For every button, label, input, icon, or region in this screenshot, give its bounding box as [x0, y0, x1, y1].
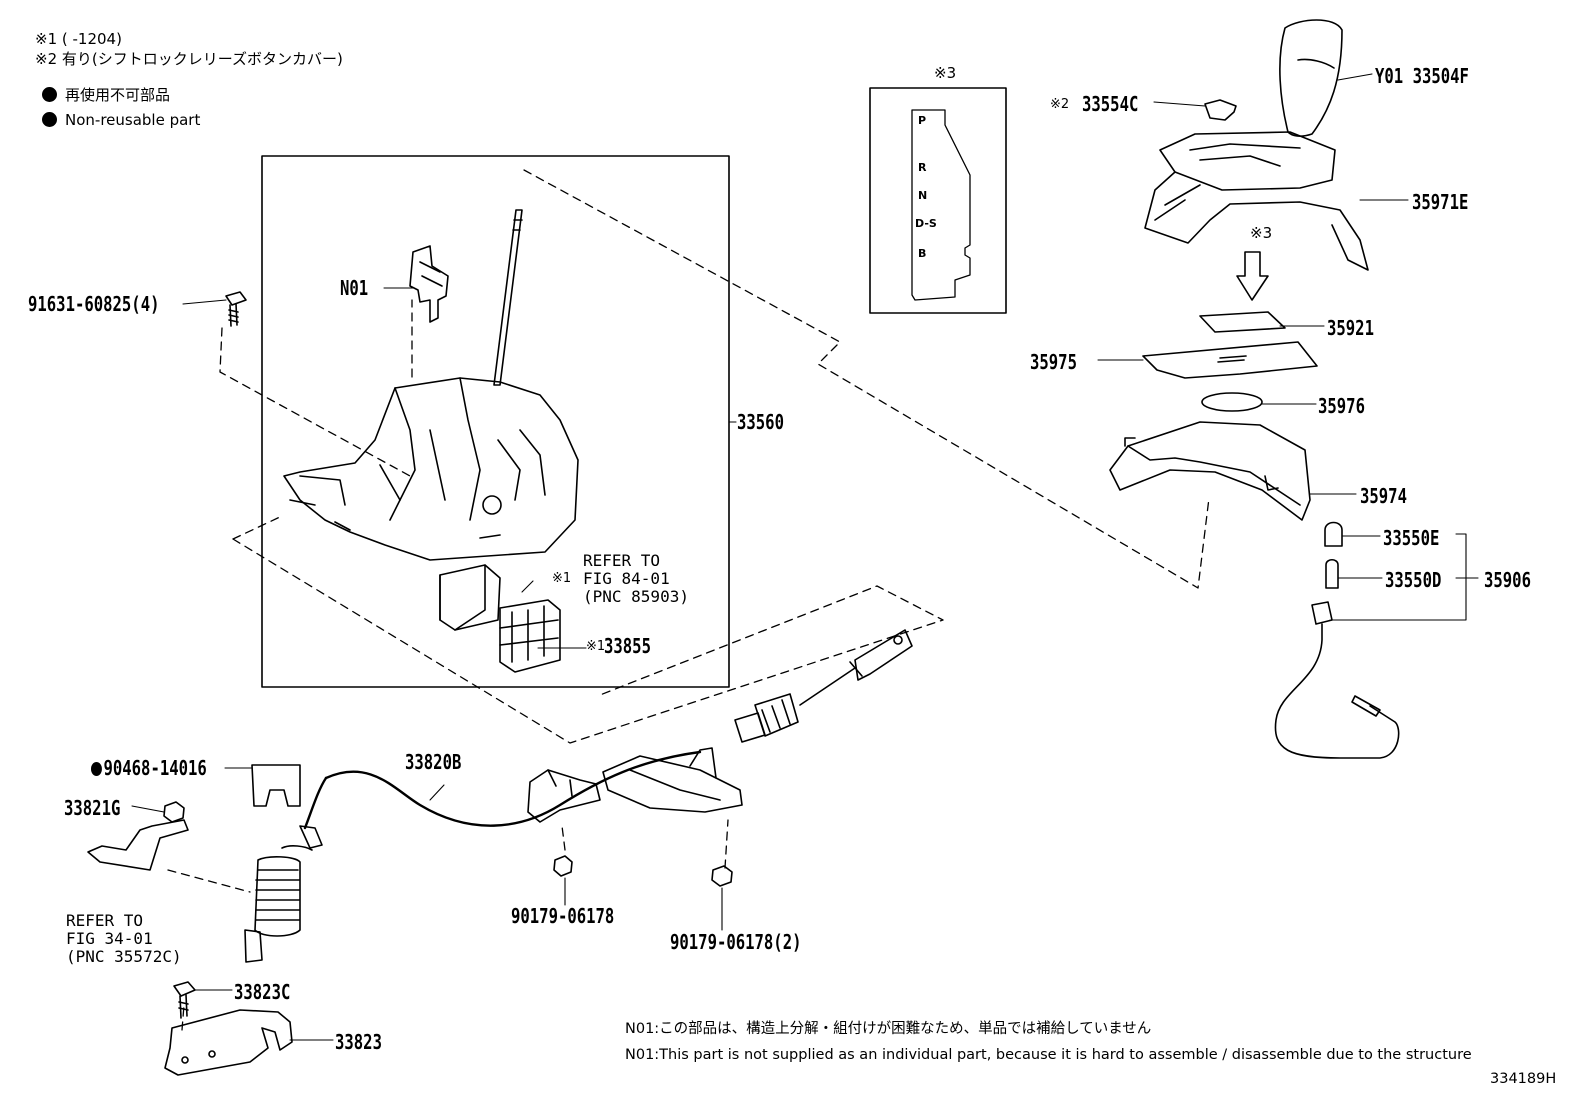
header-note-2: ※2 有り(シフトロックレリーズボタンカバー) — [35, 50, 343, 68]
bulb-33550e-drawing — [1324, 521, 1343, 547]
bracket-drawing — [87, 819, 189, 871]
part-33855-mark: ※1 — [586, 639, 606, 654]
shift-knob-drawing — [1279, 19, 1343, 137]
part-90179-06178-2[interactable]: 90179-06178(2) — [670, 930, 802, 954]
non-reusable-dot-icon — [42, 112, 57, 127]
guide-line — [232, 538, 944, 744]
footer-note-n01-en: N01:This part is not supplied as an indi… — [625, 1047, 1472, 1063]
bulb-socket-harness-drawing — [1274, 601, 1400, 759]
gate-pattern-outline — [911, 109, 971, 301]
leader-line — [1329, 533, 1479, 621]
plate-35921-drawing — [1199, 311, 1286, 333]
shift-cable-drawing — [244, 629, 913, 963]
gate-position-b: B — [918, 247, 927, 260]
nut-90179-drawing — [553, 855, 573, 877]
gate-position-d-s: D-S — [915, 217, 937, 230]
arrow-label: ※3 — [1250, 224, 1273, 242]
clip-90468-drawing — [251, 764, 301, 807]
refer-fig-34-01[interactable]: REFER TO FIG 34-01 (PNC 35572C) — [66, 912, 182, 966]
indicator-housing-drawing — [1144, 131, 1369, 271]
part-33560[interactable]: 33560 — [737, 410, 784, 434]
gate-position-n: N — [918, 189, 928, 202]
guide-line — [232, 515, 283, 540]
refer-fig-84-01[interactable]: REFER TO FIG 84-01 (PNC 85903) — [583, 552, 689, 606]
part-33821g[interactable]: 33821G — [64, 796, 121, 820]
legend-jp-text: 再使用不可部品 — [65, 86, 171, 104]
gate-detail-frame — [869, 87, 1007, 314]
non-reusable-dot-icon — [91, 762, 102, 776]
nut-90179-2-drawing — [711, 865, 733, 887]
header-note-1: ※1 ( -1204) — [35, 30, 122, 48]
shift-lever-rod — [493, 209, 523, 386]
part-35906[interactable]: 35906 — [1484, 568, 1531, 592]
guide-line — [523, 169, 1210, 589]
shift-lock-ecu-drawing — [439, 564, 501, 631]
part-90468-14016[interactable]: 90468-14016 — [91, 758, 207, 778]
connector-33855-drawing — [499, 599, 561, 673]
part-33554c-mark: ※2 — [1050, 97, 1070, 112]
gate-position-p: P — [918, 114, 927, 127]
bulb-33550d-drawing — [1325, 558, 1339, 589]
refer-line-2: FIG 84-01 — [583, 568, 670, 588]
leader-line — [1153, 101, 1206, 107]
leader-line — [131, 805, 165, 813]
plate-35976-drawing — [1201, 392, 1263, 412]
gate-position-r: R — [918, 161, 927, 174]
part-33823c[interactable]: 33823C — [234, 980, 291, 1004]
part-35971e[interactable]: 35971E — [1412, 190, 1469, 214]
leader-line — [429, 784, 445, 801]
guide-line — [167, 869, 251, 893]
bolt-91631-drawing — [225, 291, 247, 327]
refer-line-3: (PNC 85903) — [583, 586, 689, 606]
bracket-33823-drawing — [164, 1009, 293, 1076]
part-33855[interactable]: 33855 — [604, 634, 651, 658]
refer-line-3: (PNC 35572C) — [66, 946, 182, 966]
connector-n01-drawing — [409, 245, 449, 323]
part-n01[interactable]: N01 — [340, 276, 369, 300]
bolt-33823c-drawing — [173, 981, 196, 1019]
part-33554c[interactable]: 33554C — [1082, 92, 1139, 116]
part-33550d[interactable]: 33550D — [1385, 568, 1442, 592]
refer-line-2: FIG 34-01 — [66, 928, 153, 948]
slide-cover-35975-drawing — [1142, 341, 1318, 379]
part-85903-mark: ※1 — [552, 571, 572, 586]
shift-housing-drawing — [283, 377, 579, 561]
illustration-number: 334189H — [1490, 1071, 1557, 1087]
leader-line — [1337, 73, 1373, 81]
assembly-33560-frame — [261, 155, 730, 688]
button-cover-drawing — [1204, 99, 1237, 121]
leader-line — [182, 299, 227, 305]
legend-en-text: Non-reusable part — [65, 111, 201, 129]
guide-line — [219, 327, 411, 477]
gate-detail-title: ※3 — [934, 64, 957, 82]
legend-en: Non-reusable part — [42, 112, 200, 128]
refer-line-1: REFER TO — [583, 551, 661, 570]
nut-33821g-drawing — [163, 801, 185, 823]
direction-arrow-drawing — [1236, 251, 1269, 301]
legend-jp: 再使用不可部品 — [42, 87, 170, 103]
part-35921[interactable]: 35921 — [1327, 316, 1374, 340]
part-90468-text: 90468-14016 — [103, 756, 207, 780]
lower-cover-35974-drawing — [1109, 421, 1311, 521]
part-91631-60825[interactable]: 91631-60825(4) — [28, 292, 160, 316]
guide-line — [561, 825, 566, 851]
leader-line — [521, 580, 534, 593]
part-y01-33504f[interactable]: Y01 33504F — [1375, 64, 1469, 88]
refer-line-1: REFER TO — [66, 911, 144, 930]
part-33820b[interactable]: 33820B — [405, 750, 462, 774]
footer-note-n01-jp: N01:この部品は、構造上分解・組付けが困難なため、単品では補給していません — [625, 1021, 1152, 1037]
part-33823[interactable]: 33823 — [335, 1030, 382, 1054]
non-reusable-dot-icon — [42, 87, 57, 102]
guide-line — [724, 819, 729, 869]
part-35974[interactable]: 35974 — [1360, 484, 1407, 508]
part-35976[interactable]: 35976 — [1318, 394, 1365, 418]
part-35975[interactable]: 35975 — [1030, 350, 1077, 374]
part-33550e[interactable]: 33550E — [1383, 526, 1440, 550]
part-90179-06178[interactable]: 90179-06178 — [511, 904, 615, 928]
